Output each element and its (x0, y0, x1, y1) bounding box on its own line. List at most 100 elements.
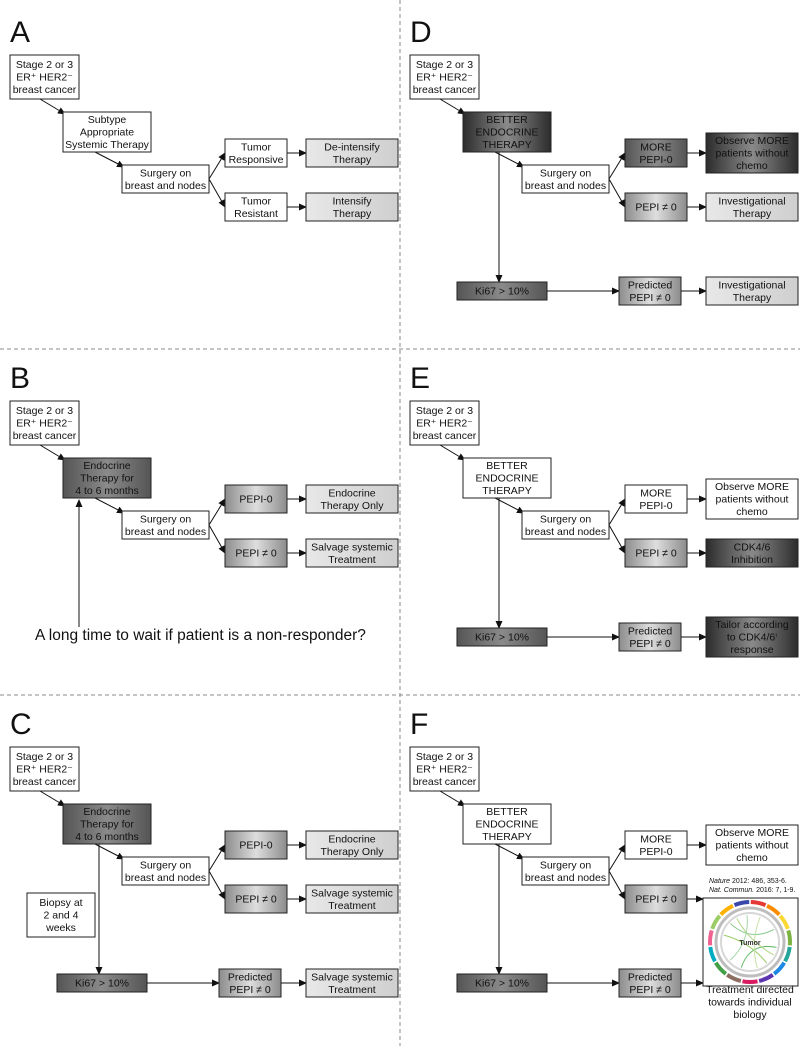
surgery-box-line: breast and nodes (525, 526, 606, 538)
lower-result-box-line: Resistant (234, 208, 278, 220)
flow-arrow (39, 790, 66, 807)
individual-biology-text: towards individual (708, 997, 791, 1009)
ki67-box: Ki67 > 10% (456, 973, 548, 993)
upper-result-box-line: PEPI-0 (639, 500, 672, 512)
therapy-box-line: 4 to 6 months (75, 831, 139, 843)
lower-action-box-line: Salvage systemic (311, 541, 393, 553)
therapy-box-line: Therapy for (80, 819, 134, 831)
lower-result-box-line: PEPI ≠ 0 (235, 548, 277, 560)
upper-result-box-line: PEPI-0 (239, 494, 272, 506)
flow-arrow (608, 524, 626, 554)
surgery-box-line: Surgery on (540, 859, 592, 871)
panel-letter: E (410, 362, 430, 395)
citation-line: Nature 2012: 486, 353-6. (709, 878, 787, 885)
therapy-box-line: Endocrine (83, 806, 130, 818)
surgery-box-line: breast and nodes (125, 180, 206, 192)
therapy-box-line: ENDOCRINE (475, 127, 538, 139)
lower-result-box: PEPI ≠ 0 (624, 884, 688, 914)
flow-arrow (39, 444, 66, 461)
therapy-box-line: Systemic Therapy (65, 139, 150, 151)
panel-letter: F (410, 708, 428, 741)
ki67-action-box-line: to CDK4/6ⁱ (727, 632, 777, 644)
surgery-box-line: Surgery on (140, 167, 192, 179)
flow-arrow (208, 524, 226, 554)
upper-action-box-line: Endocrine (328, 487, 375, 499)
lower-action-box-line: Salvage systemic (311, 887, 393, 899)
stage-box-line: Stage 2 or 3 (416, 59, 473, 71)
surgery-box-line: Surgery on (140, 859, 192, 871)
flow-arrow (439, 444, 466, 461)
predicted-box-line: Predicted (228, 971, 273, 983)
surgery-box-line: breast and nodes (525, 180, 606, 192)
therapy-box-line: BETTER (486, 460, 528, 472)
stage-box-line: ER⁺ HER2⁻ (16, 72, 73, 84)
flow-arrow (94, 151, 125, 168)
therapy-box-line: Therapy for (80, 473, 134, 485)
lower-result-box: PEPI ≠ 0 (624, 538, 688, 568)
individual-biology-text: Treatment directed (706, 984, 794, 996)
lower-action-box-line: Therapy (333, 208, 372, 220)
lower-action-box-line: CDK4/6 (734, 541, 771, 553)
flow-arrow (494, 151, 525, 168)
stage-box-line: ER⁺ HER2⁻ (16, 764, 73, 776)
stage-box: Stage 2 or 3ER⁺ HER2⁻breast cancer (9, 400, 80, 446)
flow-arrow (608, 498, 626, 526)
stage-box-line: breast cancer (13, 430, 77, 442)
upper-action-box-line: chemo (736, 506, 768, 518)
therapy-box-line: 4 to 6 months (75, 485, 139, 497)
upper-result-box-line: MORE (640, 141, 672, 153)
lower-action-box-line: Intensify (332, 195, 372, 207)
biopsy-box-line: Biopsy at (39, 897, 82, 909)
ki67-action-box-line: Investigational (718, 279, 785, 291)
lower-result-box-line: Tumor (241, 195, 271, 207)
stage-box-line: breast cancer (13, 776, 77, 788)
upper-action-box-line: Therapy Only (320, 500, 384, 512)
biopsy-box-line: weeks (45, 922, 76, 934)
flow-arrow (494, 497, 525, 514)
upper-result-box-line: Responsive (229, 154, 284, 166)
ki67-action-box-line: Tailor according (715, 619, 789, 631)
flow-arrow (439, 790, 466, 807)
panel-letter: B (10, 362, 30, 395)
lower-result-box-line: PEPI ≠ 0 (635, 202, 677, 214)
stage-box-line: breast cancer (413, 84, 477, 96)
biopsy-box-line: 2 and 4 (43, 910, 78, 922)
stage-box-line: breast cancer (413, 430, 477, 442)
ki67-box-line: Ki67 > 10% (75, 978, 129, 990)
lower-result-box-line: PEPI ≠ 0 (635, 894, 677, 906)
upper-action-box-line: Endocrine (328, 833, 375, 845)
stage-box-line: ER⁺ HER2⁻ (416, 72, 473, 84)
ki67-action-box-line: Salvage systemic (311, 971, 393, 983)
predicted-box-line: Predicted (628, 279, 673, 291)
predicted-box-line: PEPI ≠ 0 (229, 984, 271, 996)
flow-arrow (39, 98, 66, 115)
predicted-box-line: Predicted (628, 971, 673, 983)
wait-note: A long time to wait if patient is a non-… (35, 627, 366, 644)
upper-action-box-line: Observe MORE (715, 135, 789, 147)
stage-box: Stage 2 or 3ER⁺ HER2⁻breast cancer (9, 746, 80, 792)
upper-result-box-line: PEPI-0 (639, 154, 672, 166)
lower-action-box-line: Therapy (733, 208, 772, 220)
upper-action-box-line: patients without (716, 494, 789, 506)
upper-action-box-line: Therapy (333, 154, 372, 166)
stage-box-line: ER⁺ HER2⁻ (16, 418, 73, 430)
